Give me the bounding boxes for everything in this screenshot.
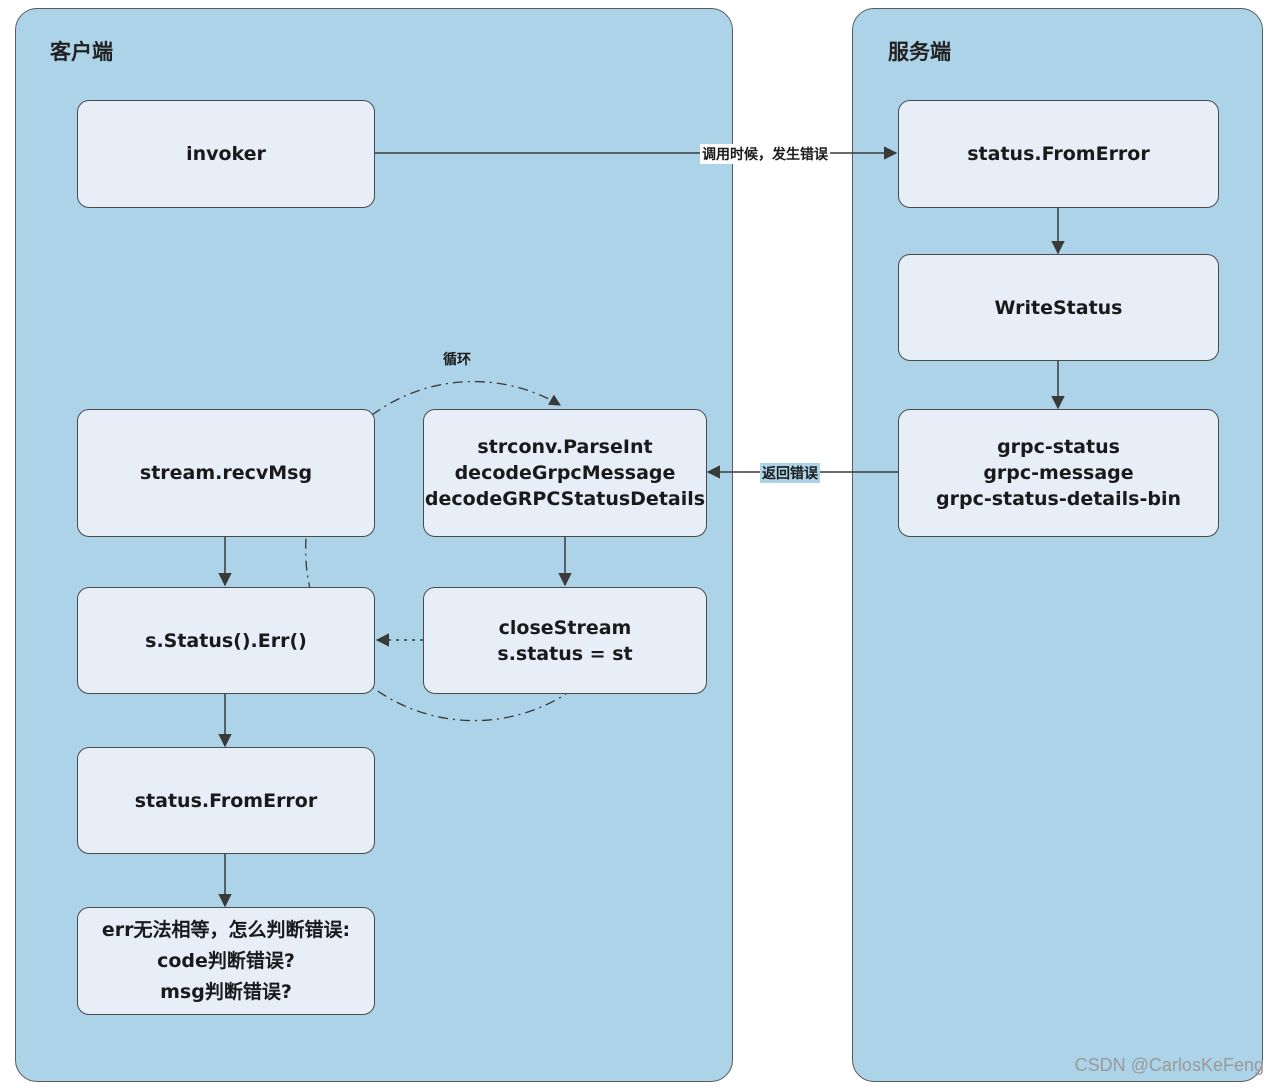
write-status-node: WriteStatus (898, 254, 1219, 361)
client-lane-title: 客户端 (50, 40, 113, 64)
recv-msg-label: stream.recvMsg (139, 462, 313, 484)
client-status-fromerror-node: status.FromError (77, 747, 375, 854)
grpc-status-details-bin-label: grpc-status-details-bin (936, 488, 1181, 510)
question-line-1: err无法相等，怎么判断错误: (101, 918, 351, 941)
decode-grpc-message-label: decodeGrpcMessage (454, 462, 676, 484)
close-stream-label: closeStream (498, 616, 632, 639)
watermark: CSDN @CarlosKeFeng (1074, 1055, 1264, 1075)
decode-grpc-status-details-label: decodeGRPCStatusDetails (424, 488, 706, 510)
write-status-label: WriteStatus (994, 296, 1123, 319)
grpc-status-label: grpc-status (997, 436, 1120, 458)
loop-arc (371, 380, 562, 416)
question-line-2: code判断错误? (157, 949, 295, 972)
server-status-fromerror-label: status.FromError (967, 143, 1150, 165)
grpc-message-label: grpc-message (983, 462, 1134, 484)
loop-label: 循环 (443, 352, 471, 368)
edge-label-return-error: 返回错误 (760, 463, 820, 483)
status-err-label: s.Status().Err() (145, 629, 307, 652)
client-status-fromerror-label: status.FromError (134, 789, 318, 812)
invoker-label: invoker (186, 143, 266, 165)
close-stream-node: closeStream s.status = st (423, 587, 707, 694)
grpc-headers-node: grpc-status grpc-message grpc-status-det… (898, 409, 1219, 537)
server-status-fromerror-node: status.FromError (898, 100, 1219, 208)
question-line-3: msg判断错误? (160, 980, 292, 1003)
question-node: err无法相等，怎么判断错误: code判断错误? msg判断错误? (77, 907, 375, 1015)
invoker-node: invoker (77, 100, 375, 208)
status-err-node: s.Status().Err() (77, 587, 375, 694)
edge-label-call-error: 调用时候，发生错误 (700, 144, 830, 164)
parse-node: strconv.ParseInt decodeGrpcMessage decod… (423, 409, 707, 537)
recv-msg-node: stream.recvMsg (77, 409, 375, 537)
parse-int-label: strconv.ParseInt (477, 436, 653, 458)
status-assign-label: s.status = st (497, 642, 633, 665)
server-lane-title: 服务端 (888, 40, 951, 64)
